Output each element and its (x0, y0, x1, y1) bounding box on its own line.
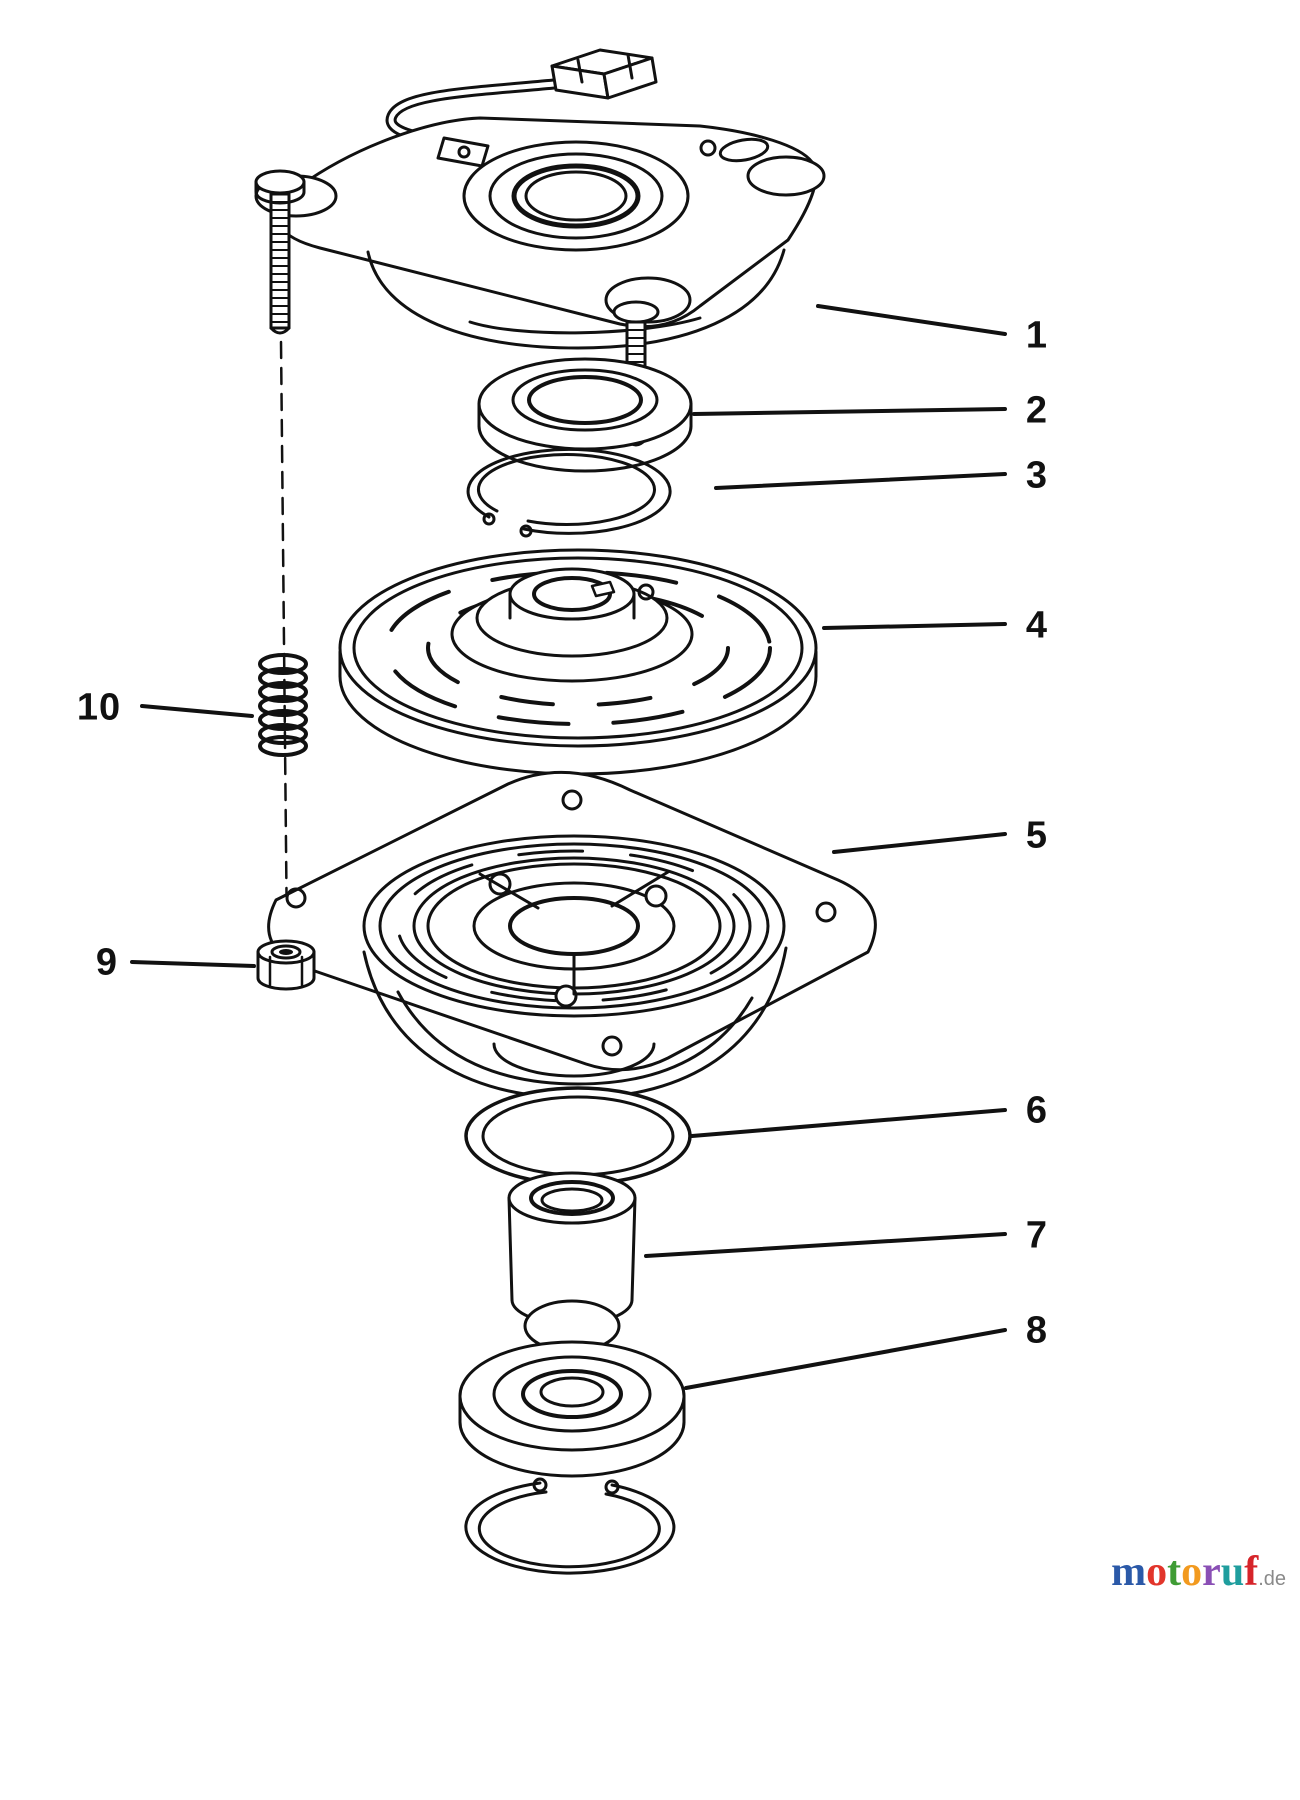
part-4-rotor-pulley (338, 548, 818, 776)
logo-letter: o (1146, 1549, 1168, 1595)
callout-6: 6 (1025, 1089, 1049, 1132)
logo-letter: f (1244, 1549, 1259, 1595)
callout-4: 4 (1025, 604, 1049, 647)
callout-7: 7 (1025, 1214, 1049, 1257)
part-5-armature-assembly (267, 770, 877, 1100)
logo-letter: u (1220, 1549, 1245, 1595)
logo-letter: o (1181, 1549, 1203, 1595)
part-1-field-plate (254, 116, 826, 350)
leader-lines (130, 304, 1007, 1390)
watermark-logo[interactable]: motoruf.de (1111, 1548, 1286, 1596)
callout-8: 8 (1025, 1309, 1049, 1352)
callout-9: 9 (95, 941, 119, 984)
logo-brand: motoruf (1111, 1549, 1258, 1595)
part-8-lower-bearing (458, 1340, 686, 1478)
callout-2: 2 (1025, 389, 1049, 432)
part-9-hex-nut (256, 939, 316, 991)
logo-suffix: .de (1258, 1568, 1286, 1590)
bottom-snap-ring (464, 1477, 676, 1575)
callout-5: 5 (1025, 814, 1049, 857)
callout-10: 10 (76, 686, 122, 729)
part-6-ring (464, 1086, 692, 1186)
part-2-bearing (477, 357, 693, 473)
part-10-spring (258, 653, 308, 757)
logo-letter: m (1111, 1549, 1147, 1595)
part-3-retaining-ring (466, 447, 672, 538)
callout-3: 3 (1025, 454, 1049, 497)
callout-1: 1 (1025, 314, 1049, 357)
mounting-bolt-left (254, 169, 306, 335)
logo-letter: t (1167, 1549, 1182, 1595)
logo-letter: r (1202, 1549, 1221, 1595)
assembly-center-line (279, 340, 289, 946)
